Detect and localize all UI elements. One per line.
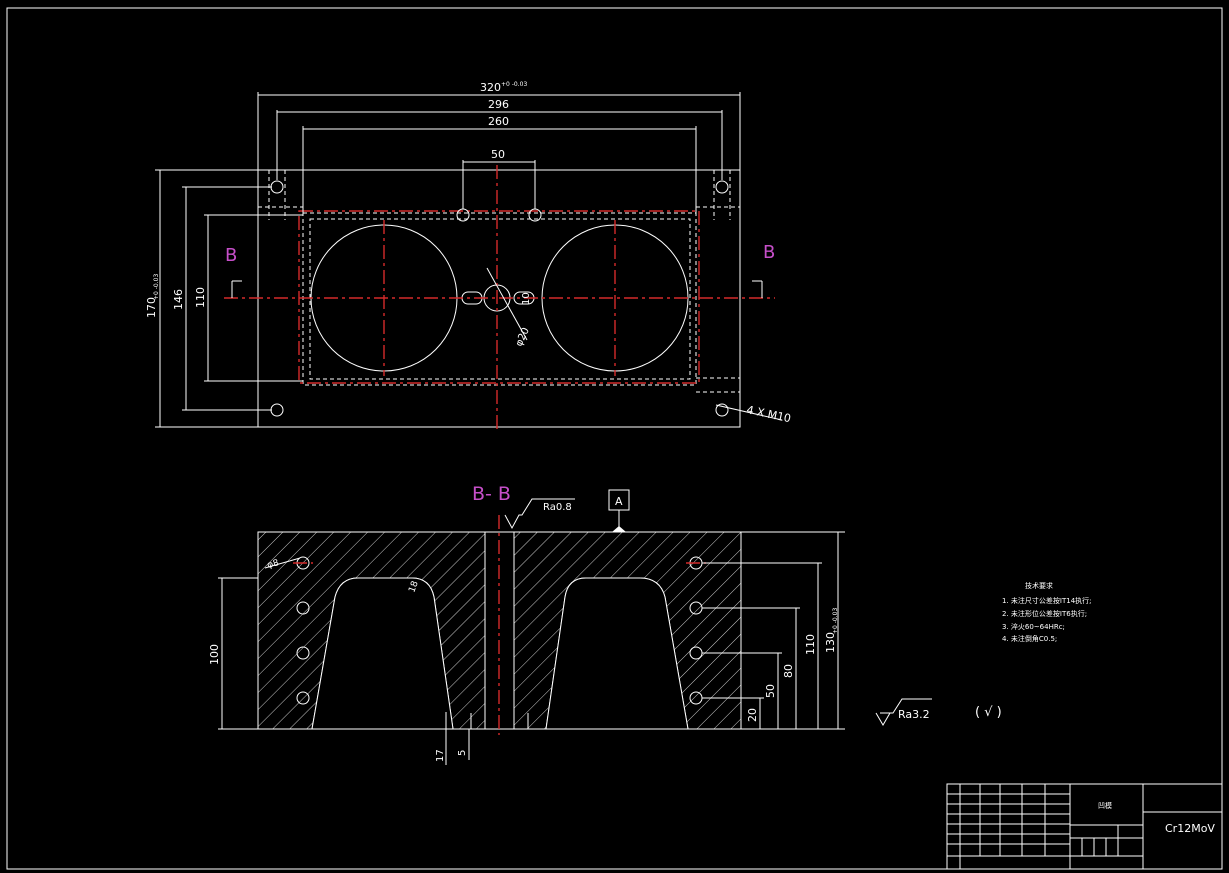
cooling-hole <box>296 646 310 660</box>
top-view: B B 320 +0 -0.03 296 260 50 170 +0 -0.03… <box>145 81 792 430</box>
dim-80: 80 <box>782 664 795 678</box>
dim-17: 17 <box>435 749 446 762</box>
dim-phi20: φ20 <box>514 326 532 348</box>
dim-50-sec: 50 <box>764 684 777 698</box>
tech-item: 4. 未注倒角C0.5; <box>1002 634 1057 643</box>
dim-100: 100 <box>208 644 221 665</box>
dim-20: 20 <box>746 708 759 722</box>
dim-50: 50 <box>491 148 505 161</box>
roughness-general-mark: ( √ ) <box>975 705 1002 720</box>
dim-170: 170 <box>145 297 158 318</box>
datum-letter: A <box>615 495 623 508</box>
tech-item: 1. 未注尺寸公差按IT14执行; <box>1002 596 1092 605</box>
dim-5: 5 <box>457 750 468 756</box>
tech-item: 2. 未注形位公差按IT6执行; <box>1002 609 1087 618</box>
dim-phi8: φ8 <box>266 558 280 571</box>
thread-hole <box>715 403 729 417</box>
cooling-hole <box>296 691 310 705</box>
dim-r18: 18 <box>407 580 420 594</box>
title-block: 凹模 Cr12MoV <box>946 783 1223 870</box>
dim-260: 260 <box>488 115 509 128</box>
cooling-hole <box>296 601 310 615</box>
dim-146: 146 <box>172 289 185 310</box>
part-name: 凹模 <box>1098 801 1112 810</box>
dim-320: 320 <box>480 81 501 94</box>
general-roughness: Ra3.2 ( √ ) <box>875 698 1002 726</box>
drawing-frame <box>6 7 1223 870</box>
dim-170-tol: +0 -0.03 <box>153 274 160 300</box>
tech-item: 3. 淬火60~64HRc; <box>1002 622 1065 631</box>
tech-requirements: 技术要求 1. 未注尺寸公差按IT14执行; 2. 未注形位公差按IT6执行; … <box>1002 581 1092 643</box>
section-title: B- B <box>472 483 511 505</box>
thread-callout: 4 X M10 <box>745 403 792 425</box>
dim-110-sec: 110 <box>804 634 817 655</box>
dim-296: 296 <box>488 98 509 111</box>
thread-hole <box>270 403 284 417</box>
section-view: B- B Ra0.8 A 100 φ8 1 <box>208 483 845 765</box>
dim-10: 10 <box>521 292 532 305</box>
material: Cr12MoV <box>1165 822 1215 835</box>
tech-title: 技术要求 <box>1025 581 1053 590</box>
roughness-general-value: Ra3.2 <box>898 708 930 721</box>
dim-320-tol: +0 -0.03 <box>501 81 527 88</box>
thread-hole <box>715 180 729 194</box>
section-letter-right: B <box>763 242 775 263</box>
dim-110-top: 110 <box>194 287 207 308</box>
section-letter-left: B <box>225 245 237 266</box>
dim-130-tol: +0 -0.03 <box>832 608 839 634</box>
dim-130: 130 <box>824 632 837 653</box>
thread-hole <box>270 180 284 194</box>
roughness-top: Ra0.8 <box>543 502 572 513</box>
